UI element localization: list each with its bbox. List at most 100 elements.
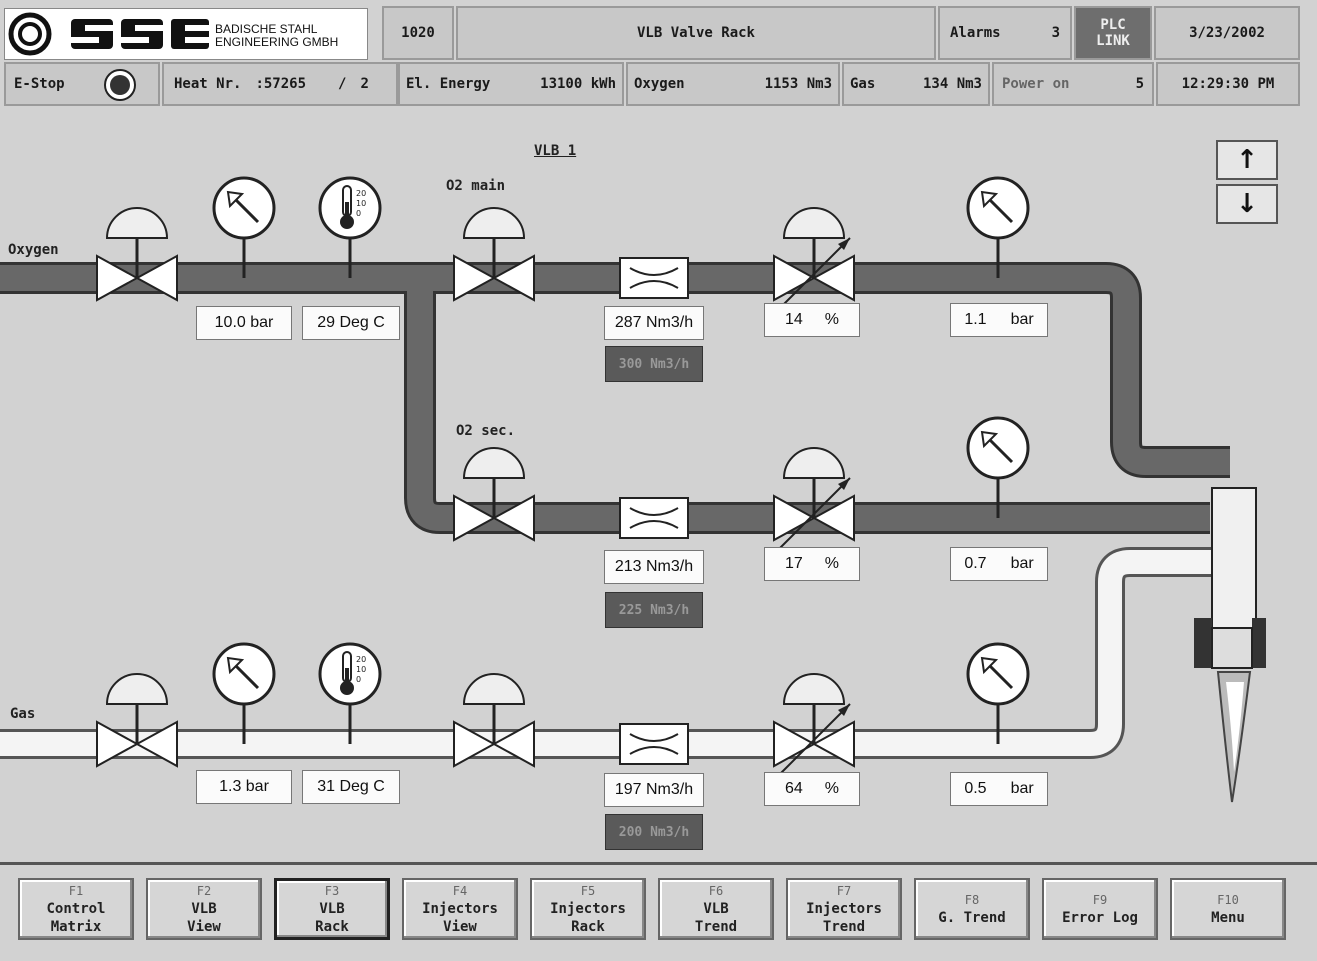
pressure-main-unit: bar — [1010, 311, 1034, 328]
f10-menu-button[interactable]: F10 Menu — [1170, 878, 1286, 940]
fkey-number: F3 — [324, 884, 340, 898]
f2-vlb-view-button[interactable]: F2 VLB View — [146, 878, 262, 940]
heat-index: 2 — [360, 76, 369, 92]
oxygen-total-label: Oxygen — [634, 76, 685, 92]
fkey-line2: Matrix — [50, 919, 102, 935]
fkey-line1: VLB — [319, 901, 345, 917]
flow-main-setpoint[interactable]: 300 Nm3/h — [605, 346, 703, 382]
o2-main-control-valve-icon — [773, 207, 855, 309]
thermo-tick-bottom: 0 — [356, 675, 361, 684]
power-label: Power on — [1002, 76, 1070, 92]
footer-divider — [0, 862, 1317, 865]
f3-vlb-rack-button[interactable]: F3 VLB Rack — [274, 878, 390, 940]
fkey-line1: Menu — [1211, 910, 1245, 926]
o2-main-valve-icon — [453, 207, 535, 302]
o2-sec-control-valve-icon — [773, 447, 855, 549]
heat-value: :57265 — [255, 76, 307, 92]
oxygen-pipe — [0, 265, 1230, 531]
arrow-down-icon: ↓ — [1236, 189, 1258, 219]
screen-title: VLB Valve Rack — [456, 6, 936, 60]
fkey-number: F7 — [836, 884, 852, 898]
plc-label: PLC — [1100, 17, 1126, 33]
alarms-label: Alarms — [950, 25, 1001, 41]
plc-status: PLC LINK — [1074, 6, 1152, 60]
oxygen-shutoff-valve-icon — [96, 207, 178, 302]
flow-meter-gas-icon — [619, 723, 689, 765]
scroll-up-button[interactable]: ↑ — [1216, 140, 1278, 180]
energy-label: El. Energy — [406, 76, 491, 92]
thermometer-gas-icon: 20 10 0 — [318, 642, 382, 744]
pressure-main-display: 1.1 bar — [950, 303, 1048, 337]
arrow-up-icon: ↑ — [1236, 145, 1258, 175]
gas-total-value: 134 Nm3 — [922, 76, 982, 92]
valve-icons — [96, 207, 855, 775]
fkey-line1: Injectors — [550, 901, 626, 917]
valve-sec-unit: % — [824, 555, 840, 572]
f1-control-matrix-button[interactable]: F1 Control Matrix — [18, 878, 134, 940]
pressure-gas-display: 0.5 bar — [950, 772, 1048, 806]
gas-total: Gas 134 Nm3 — [842, 62, 990, 106]
f5-injectors-rack-button[interactable]: F5 Injectors Rack — [530, 878, 646, 940]
pressure-gauge-gas-out-icon — [966, 642, 1030, 744]
valve-main-unit: % — [824, 311, 840, 328]
fkey-number: F2 — [196, 884, 212, 898]
station-id-text: 1020 — [401, 25, 435, 41]
fkey-line2: Trend — [822, 919, 866, 935]
oxygen-pressure-display: 10.0 bar — [196, 306, 292, 340]
heat-number: Heat Nr. :57265 / 2 — [162, 62, 398, 106]
valve-gas-position: 64 % — [764, 772, 860, 806]
fkey-number: F6 — [708, 884, 724, 898]
gas-valve-icon — [453, 673, 535, 768]
thermometer-icons: 20 10 0 20 10 0 — [318, 176, 382, 744]
heat-label: Heat Nr. — [174, 76, 242, 92]
flow-meter-main-icon — [619, 257, 689, 299]
gas-temp-display: 31 Deg C — [302, 770, 400, 804]
pressure-main-value: 1.1 — [964, 311, 987, 328]
gas-shutoff-valve-icon — [96, 673, 178, 768]
pressure-gas-value: 0.5 — [964, 780, 987, 797]
alarms-count: 3 — [1051, 25, 1060, 41]
diagram-title: VLB 1 — [534, 143, 577, 159]
valve-sec-position: 17 % — [764, 547, 860, 581]
pressure-gauge-oxygen-icon — [212, 176, 276, 278]
f6-vlb-trend-button[interactable]: F6 VLB Trend — [658, 878, 774, 940]
pressure-gas-unit: bar — [1010, 780, 1034, 797]
o2-main-label: O2 main — [446, 178, 506, 194]
thermo-tick-bottom: 0 — [356, 209, 361, 218]
fkey-line2: Rack — [571, 919, 605, 935]
fkey-line1: G. Trend — [938, 910, 1006, 926]
date-display: 3/23/2002 — [1154, 6, 1300, 60]
f9-error-log-button[interactable]: F9 Error Log — [1042, 878, 1158, 940]
energy-display: El. Energy 13100 kWh — [398, 62, 624, 106]
fkey-number: F5 — [580, 884, 596, 898]
company-line2: ENGINEERING GMBH — [215, 35, 339, 49]
scroll-down-button[interactable]: ↓ — [1216, 184, 1278, 224]
valve-sec-value: 17 — [784, 555, 803, 572]
status-bar: E-Stop Heat Nr. :57265 / 2 El. Energy 13… — [0, 62, 1317, 108]
fkey-line2: Trend — [694, 919, 738, 935]
oxygen-line-label: Oxygen — [8, 242, 59, 258]
plc-link-status: LINK — [1096, 33, 1130, 49]
flow-sec-setpoint[interactable]: 225 Nm3/h — [605, 592, 703, 628]
pressure-gauge-sec-icon — [966, 416, 1030, 518]
screen-title-text: VLB Valve Rack — [636, 25, 755, 41]
fkey-line1: Injectors — [806, 901, 882, 917]
time-text: 12:29:30 PM — [1181, 76, 1275, 92]
fkey-line1: Error Log — [1062, 910, 1138, 926]
f7-injectors-trend-button[interactable]: F7 Injectors Trend — [786, 878, 902, 940]
fkey-line2: Rack — [315, 919, 349, 935]
burner-icon — [1194, 487, 1266, 803]
f4-injectors-view-button[interactable]: F4 Injectors View — [402, 878, 518, 940]
flow-gas-setpoint[interactable]: 200 Nm3/h — [605, 814, 703, 850]
fkey-line2: View — [187, 919, 221, 935]
valve-gas-unit: % — [824, 780, 840, 797]
thermo-tick-top: 20 — [356, 655, 366, 664]
oxygen-total: Oxygen 1153 Nm3 — [626, 62, 840, 106]
f8-g-trend-button[interactable]: F8 G. Trend — [914, 878, 1030, 940]
pressure-sec-unit: bar — [1010, 555, 1034, 572]
estop-panel[interactable]: E-Stop — [4, 62, 160, 106]
fkey-number: F10 — [1217, 893, 1239, 907]
company-line1: BADISCHE STAHL — [215, 22, 318, 36]
alarms-indicator[interactable]: Alarms 3 — [938, 6, 1072, 60]
power-value: 5 — [1135, 76, 1144, 92]
